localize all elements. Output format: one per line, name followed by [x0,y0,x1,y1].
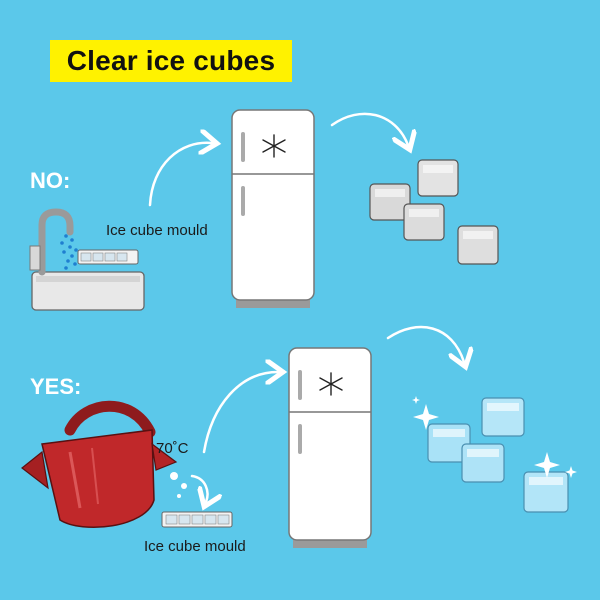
yes-heading: YES: [30,374,82,399]
refrigerator-icon [231,109,315,308]
no-mould-label: Ice cube mould [106,222,208,239]
page-title: Clear ice cubes [66,45,276,76]
water-drops-icon [60,234,78,270]
kettle-icon [21,400,178,528]
snowflake-icon [319,372,343,396]
no-heading: NO: [30,168,71,193]
clear-ice-cubes-icon [427,397,569,513]
sparkle-icon [412,396,577,478]
ice-cube-tray-icon [161,511,233,528]
snowflake-icon [262,134,286,158]
refrigerator-icon [288,347,372,548]
water-drops-icon [170,472,187,498]
title-banner: Clear ice cubes [50,40,292,82]
temperature-label: 70˚C [156,440,189,457]
sink-faucet-icon [29,208,145,311]
ice-cube-tray-icon [77,249,139,265]
cloudy-ice-cubes-icon [369,159,499,265]
yes-mould-label: Ice cube mould [144,538,246,555]
